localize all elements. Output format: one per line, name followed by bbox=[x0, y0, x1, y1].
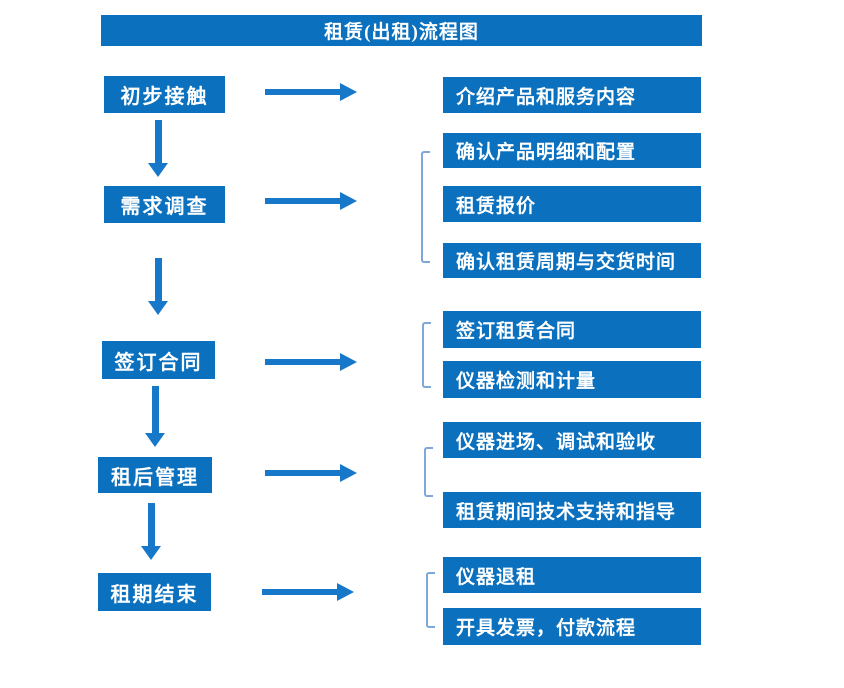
detail-box-instrument-testing: 仪器检测和计量 bbox=[443, 361, 701, 398]
arrow-right-sign-contract bbox=[265, 353, 357, 371]
detail-box-sign-rental-contract: 签订租赁合同 bbox=[443, 311, 701, 348]
step-box-sign-contract: 签订合同 bbox=[102, 341, 215, 379]
detail-box-instrument-setup: 仪器进场、调试和验收 bbox=[443, 422, 701, 458]
step-box-rental-end: 租期结束 bbox=[98, 573, 211, 611]
arrow-right-demand-survey bbox=[265, 192, 357, 210]
arrow-right-rental-end bbox=[262, 583, 354, 601]
detail-box-invoice-payment: 开具发票，付款流程 bbox=[443, 608, 701, 645]
detail-box-instrument-return: 仪器退租 bbox=[443, 557, 701, 593]
detail-box-introduce-products: 介绍产品和服务内容 bbox=[443, 77, 701, 113]
detail-box-confirm-period-delivery: 确认租赁周期与交货时间 bbox=[443, 243, 701, 278]
step-box-initial-contact: 初步接触 bbox=[104, 76, 225, 113]
arrow-right-initial-contact bbox=[265, 83, 357, 101]
step-box-post-rental-management: 租后管理 bbox=[98, 457, 212, 493]
step-box-demand-survey: 需求调查 bbox=[104, 186, 225, 223]
arrow-down-3 bbox=[145, 386, 165, 447]
bracket-group-demand-survey bbox=[421, 151, 430, 263]
bracket-group-rental-end bbox=[426, 572, 435, 628]
arrow-down-2 bbox=[148, 258, 168, 315]
arrow-down-1 bbox=[148, 120, 168, 177]
detail-box-rental-quote: 租赁报价 bbox=[443, 186, 701, 222]
arrow-right-post-rental bbox=[265, 464, 357, 482]
bracket-group-post-rental bbox=[424, 447, 433, 497]
arrow-down-4 bbox=[141, 503, 161, 560]
detail-box-confirm-product-config: 确认产品明细和配置 bbox=[443, 133, 701, 168]
bracket-group-sign-contract bbox=[422, 322, 431, 388]
detail-box-tech-support: 租赁期间技术支持和指导 bbox=[443, 492, 701, 528]
flowchart-title: 租赁(出租)流程图 bbox=[101, 15, 702, 46]
